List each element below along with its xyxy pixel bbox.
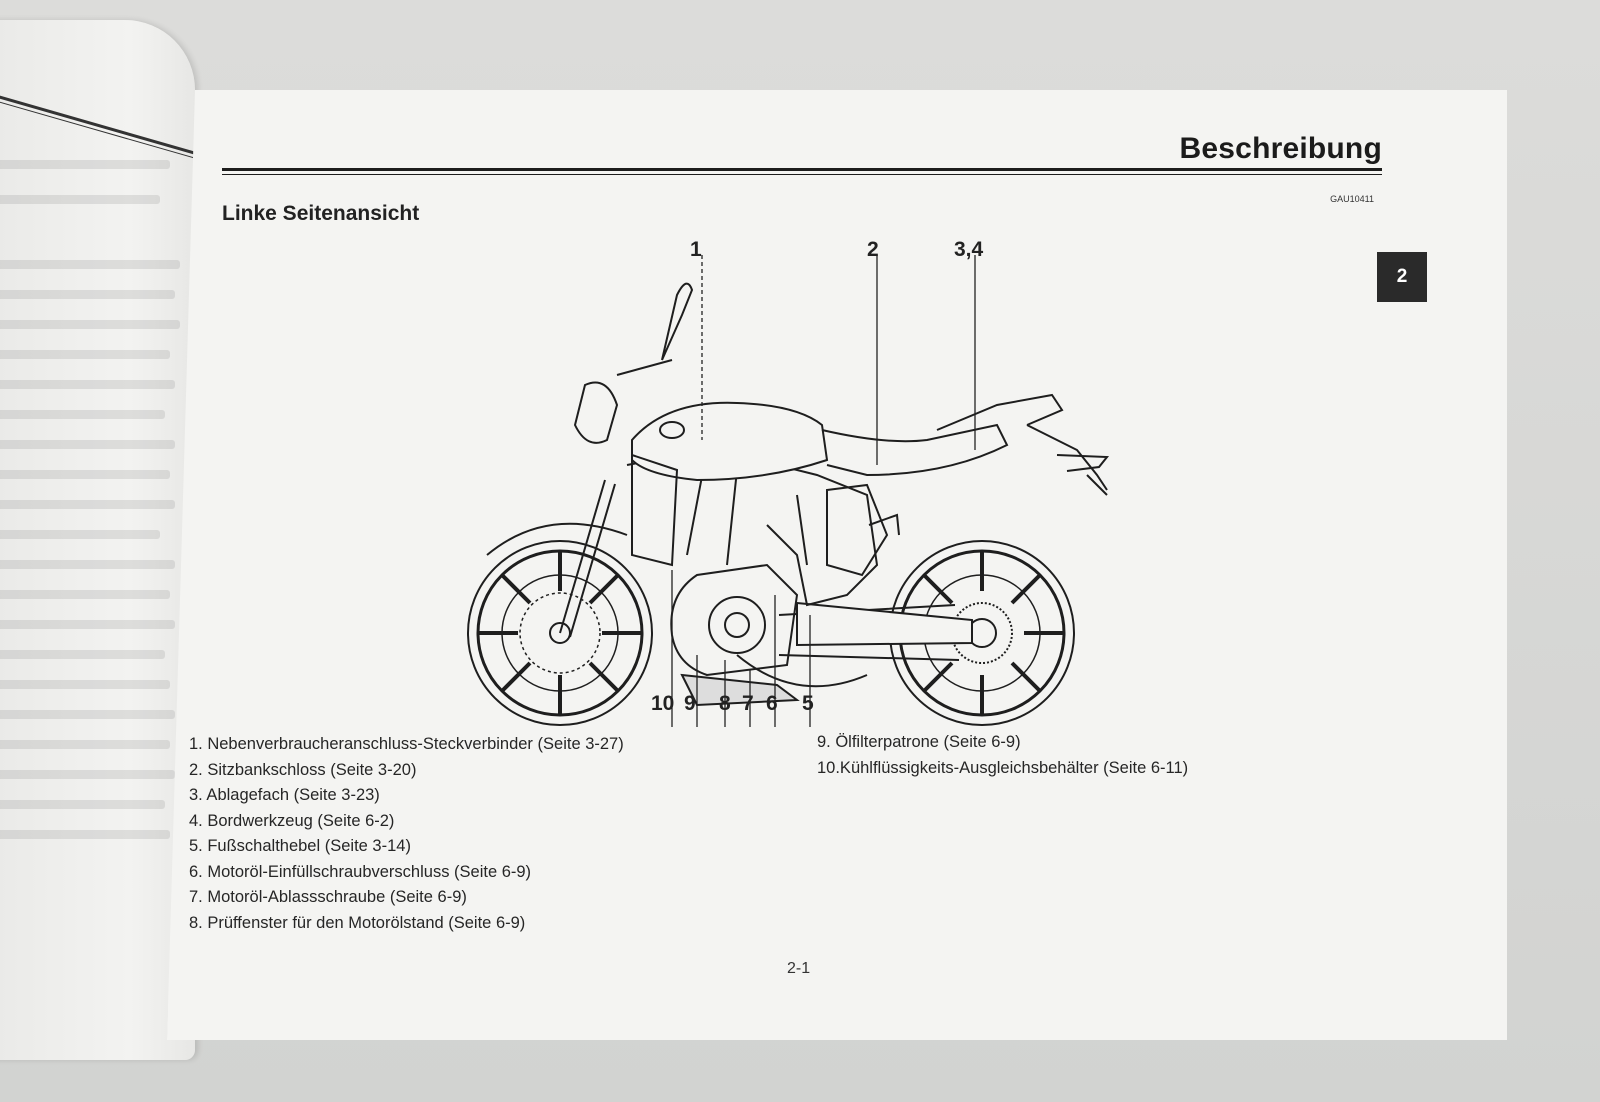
header-rule-thin: [222, 174, 1382, 175]
list-item: 10.Kühlflüssigkeits-Ausgleichsbehälter (…: [817, 758, 1189, 777]
callout-5: 5: [802, 692, 814, 715]
callout-9: 9: [684, 692, 696, 715]
motorcycle-illustration: [467, 255, 1110, 727]
manual-page: Beschreibung GAU10411 Linke Seitenansich…: [167, 90, 1507, 1040]
left-page-rule: [0, 90, 195, 157]
callout-1: 1: [690, 238, 702, 261]
callout-7: 7: [742, 692, 754, 715]
list-item: 1. Nebenverbraucheranschluss-Steckverbin…: [189, 735, 624, 753]
list-item: 3. Ablagefach (Seite 3-23): [189, 786, 380, 804]
parts-list-left: 1. Nebenverbraucheranschluss-Steckverbin…: [189, 732, 749, 936]
parts-list-right: 9. Ölfilterpatrone (Seite 6-9) 10.Kühlfl…: [817, 730, 1188, 781]
doc-code: GAU10411: [1330, 194, 1374, 204]
page-title: Beschreibung: [1179, 132, 1382, 165]
list-item: 5. Fußschalthebel (Seite 3-14): [189, 837, 411, 855]
list-item: 2. Sitzbankschloss (Seite 3-20): [189, 760, 417, 779]
callout-2: 2: [867, 238, 879, 261]
callout-8: 8: [719, 692, 731, 715]
list-item: 4. Bordwerkzeug (Seite 6-2): [189, 811, 395, 830]
chapter-tab: 2: [1377, 252, 1427, 302]
list-item: 9. Ölfilterpatrone (Seite 6-9): [817, 733, 1021, 751]
left-page-edge: [0, 20, 195, 1060]
page-number: 2-1: [787, 960, 811, 977]
header-rule: [222, 168, 1382, 171]
callout-3-4: 3,4: [954, 238, 984, 261]
section-heading: Linke Seitenansicht: [222, 202, 420, 225]
list-item: 6. Motoröl-Einfüllschraubverschluss (Sei…: [189, 862, 532, 881]
callout-10: 10: [651, 692, 675, 715]
callout-6: 6: [766, 692, 778, 715]
list-item: 8. Prüffenster für den Motorölstand (Sei…: [189, 913, 526, 932]
list-item: 7. Motoröl-Ablassschraube (Seite 6-9): [189, 888, 467, 906]
